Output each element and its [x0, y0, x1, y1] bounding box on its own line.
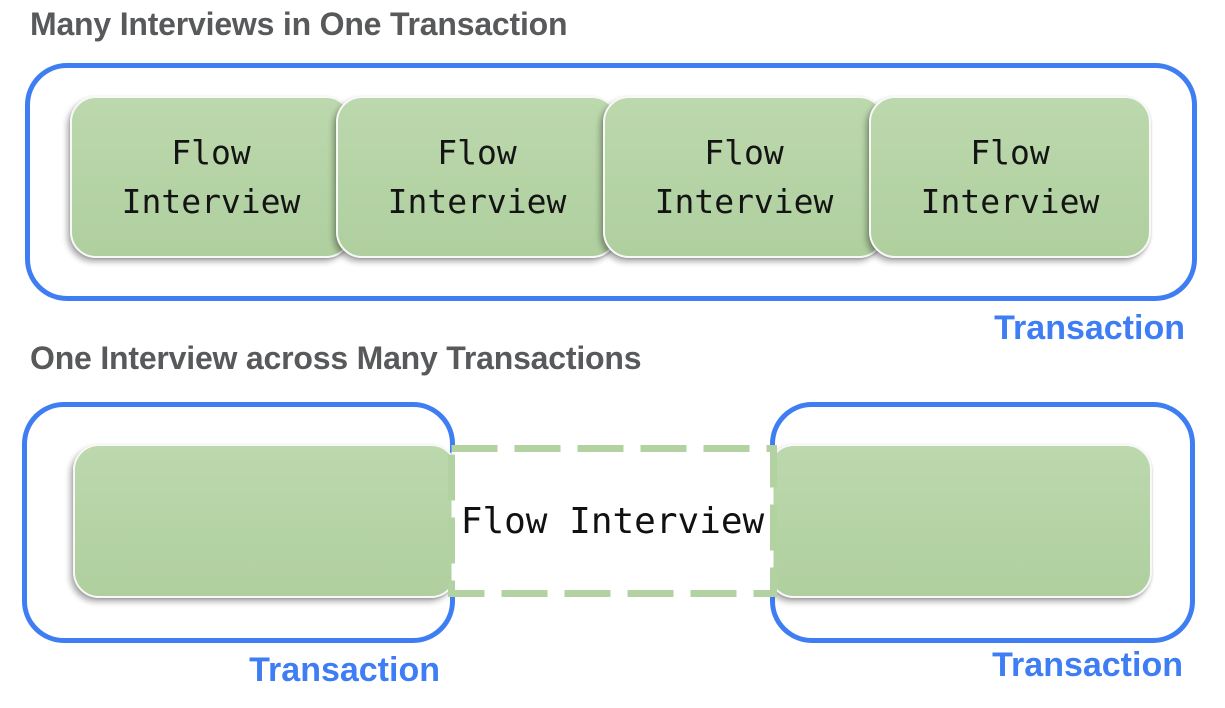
section-two-title: One Interview across Many Transactions	[30, 340, 642, 376]
flow-interview-box-1: Flow Interview	[70, 96, 352, 258]
flow-interview-box-2: Flow Interview	[336, 96, 618, 258]
transaction-label-bottom-left: Transaction	[249, 651, 440, 689]
transaction-label-top: Transaction	[994, 309, 1185, 347]
flow-interview-segment-left	[73, 444, 457, 598]
flow-interview-box-1-label: Flow Interview	[121, 132, 301, 222]
flow-interview-box-3: Flow Interview	[603, 96, 885, 258]
flow-interview-box-4: Flow Interview	[869, 96, 1151, 258]
section-one-title: Many Interviews in One Transaction	[30, 6, 568, 42]
transaction-container-top	[25, 63, 1197, 301]
flow-interview-bridge-label: Flow Interview	[460, 500, 765, 542]
flow-interview-box-2-label: Flow Interview	[387, 132, 567, 222]
flow-interview-box-4-label: Flow Interview	[920, 132, 1100, 222]
dashed-flow-interview-bridge	[448, 445, 777, 597]
flow-interview-segment-right	[768, 444, 1152, 598]
flow-interview-box-3-label: Flow Interview	[654, 132, 834, 222]
transaction-label-bottom-right: Transaction	[992, 646, 1183, 684]
